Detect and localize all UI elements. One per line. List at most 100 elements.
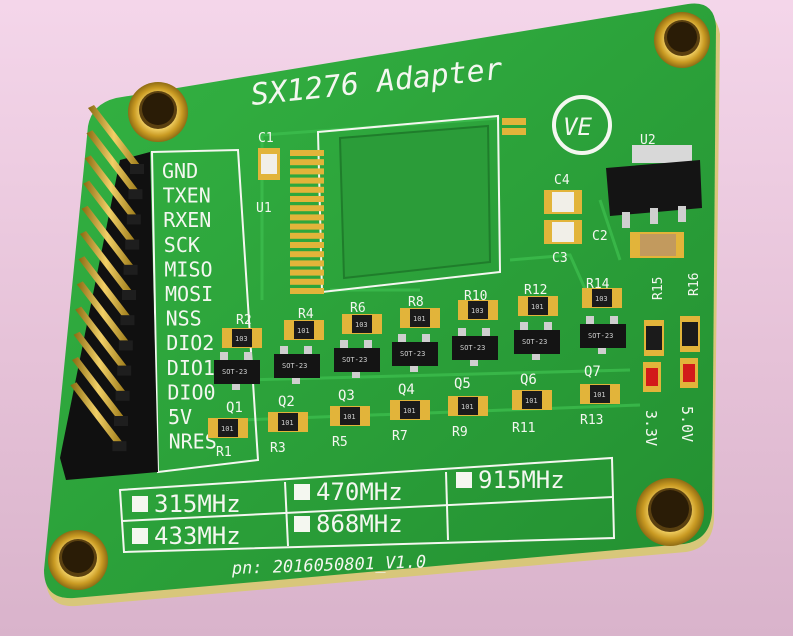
resistor-r4: 101 xyxy=(284,320,324,340)
mounting-hole-bottom-right xyxy=(636,478,704,546)
transistor-package: SOT-23 xyxy=(522,338,547,346)
transistor-package: SOT-23 xyxy=(460,344,485,352)
resistor-r11: 101 xyxy=(512,390,552,410)
resistor-code: 101 xyxy=(403,407,416,415)
led-3v3-label: 3.3V xyxy=(642,410,660,446)
pin-label: MISO xyxy=(164,257,212,281)
freq-868-label: 868MHz xyxy=(316,510,403,538)
resistor-code: 101 xyxy=(281,419,294,427)
module-pad xyxy=(290,186,324,193)
capacitor-c3 xyxy=(544,220,582,244)
r16-label: R16 xyxy=(687,273,702,296)
module-pad xyxy=(290,288,324,294)
resistor-r1: 101 xyxy=(208,418,248,438)
capacitor-c1 xyxy=(258,148,280,180)
pin-label: DIO1 xyxy=(167,356,215,380)
pin-label: RXEN xyxy=(163,208,211,232)
header-pin xyxy=(72,357,128,426)
resistor-r2: 103 xyxy=(222,328,262,348)
mounting-hole-top-left xyxy=(128,82,188,142)
capacitor-c2 xyxy=(630,232,684,258)
r15-label: R15 xyxy=(651,277,666,300)
led-3v3 xyxy=(643,362,661,392)
module-pad xyxy=(290,196,324,202)
r3-label: R3 xyxy=(270,441,286,456)
pin-label-column: GNDTXENRXENSCKMISOMOSINSSDIO2DIO1DIO05VN… xyxy=(162,159,217,454)
pin-label: 5V xyxy=(168,405,192,429)
q1-label: Q1 xyxy=(226,400,243,416)
r9-label: R9 xyxy=(452,425,468,440)
module-pad xyxy=(290,150,324,156)
resistor-r6: 103 xyxy=(342,314,382,334)
transistor-q5: SOT-23 xyxy=(452,328,498,366)
pin-label: DIO2 xyxy=(166,331,214,355)
component-array: 103R2101R4103R6101R8103R10101R12103R14SO… xyxy=(208,277,626,460)
mounting-hole-bottom-left xyxy=(48,530,108,590)
resistor-r14: 103 xyxy=(582,288,622,308)
resistor-r13: 101 xyxy=(580,384,620,404)
q4-label: Q4 xyxy=(398,382,415,398)
resistor-code: 103 xyxy=(595,295,608,303)
q7-label: Q7 xyxy=(584,364,601,380)
freq-checkbox-433 xyxy=(132,528,148,544)
q6-label: Q6 xyxy=(520,372,537,388)
resistor-code: 101 xyxy=(297,327,310,335)
module-pad xyxy=(290,242,324,248)
module-pad xyxy=(290,232,324,239)
header-pin xyxy=(78,256,135,326)
pin-header xyxy=(60,105,158,480)
c4-label: C4 xyxy=(554,173,570,188)
c2-label: C2 xyxy=(592,229,608,244)
resistor-r3: 101 xyxy=(268,412,308,432)
r6-label: R6 xyxy=(350,301,366,316)
r1-label: R1 xyxy=(216,445,232,460)
header-pin xyxy=(88,105,144,174)
header-pin xyxy=(80,231,136,300)
transistor-q3: SOT-23 xyxy=(334,340,380,378)
header-pin xyxy=(70,382,127,452)
mounting-hole-top-right xyxy=(654,12,710,68)
resistor-code: 101 xyxy=(221,425,234,433)
resistor-code: 103 xyxy=(235,335,248,343)
r10-label: R10 xyxy=(464,289,487,304)
resistor-code: 103 xyxy=(471,307,484,315)
header-pin xyxy=(83,180,140,250)
pin-label: NSS xyxy=(166,307,202,331)
transistor-q6: SOT-23 xyxy=(514,322,560,360)
pin-label-frame xyxy=(150,148,260,474)
r11-label: R11 xyxy=(512,421,535,436)
resistor-r10: 103 xyxy=(458,300,498,320)
freq-checkbox-470 xyxy=(294,484,310,500)
header-pin xyxy=(76,281,133,351)
r8-label: R8 xyxy=(408,295,424,310)
header-pin xyxy=(86,130,143,200)
resistor-r9: 101 xyxy=(448,396,488,416)
freq-315-label: 315MHz xyxy=(154,490,241,518)
r12-label: R12 xyxy=(524,283,547,298)
transistor-q4: SOT-23 xyxy=(392,334,438,372)
resistor-r15 xyxy=(644,320,664,356)
u2-label: U2 xyxy=(640,133,656,148)
r4-label: R4 xyxy=(298,307,314,322)
q2-label: Q2 xyxy=(278,394,295,410)
antenna-pads xyxy=(502,118,526,135)
led-5v-label: 5.0V xyxy=(678,406,696,442)
header-pin xyxy=(75,306,132,376)
resistor-code: 101 xyxy=(525,397,538,405)
transistor-package: SOT-23 xyxy=(400,350,425,358)
resistor-r8: 101 xyxy=(400,308,440,328)
frequency-table xyxy=(118,456,616,554)
module-pad xyxy=(290,168,324,175)
module-pad xyxy=(290,214,324,221)
module-pad xyxy=(290,159,324,166)
regulator-u2 xyxy=(606,145,702,228)
transistor-package: SOT-23 xyxy=(222,368,247,376)
u1-label: U1 xyxy=(256,201,272,216)
resistor-code: 101 xyxy=(461,403,474,411)
resistor-r16 xyxy=(680,316,700,352)
resistor-code: 103 xyxy=(355,321,368,329)
resistor-r7: 101 xyxy=(390,400,430,420)
transistor-q7: SOT-23 xyxy=(580,316,626,354)
c1-label: C1 xyxy=(258,131,274,146)
